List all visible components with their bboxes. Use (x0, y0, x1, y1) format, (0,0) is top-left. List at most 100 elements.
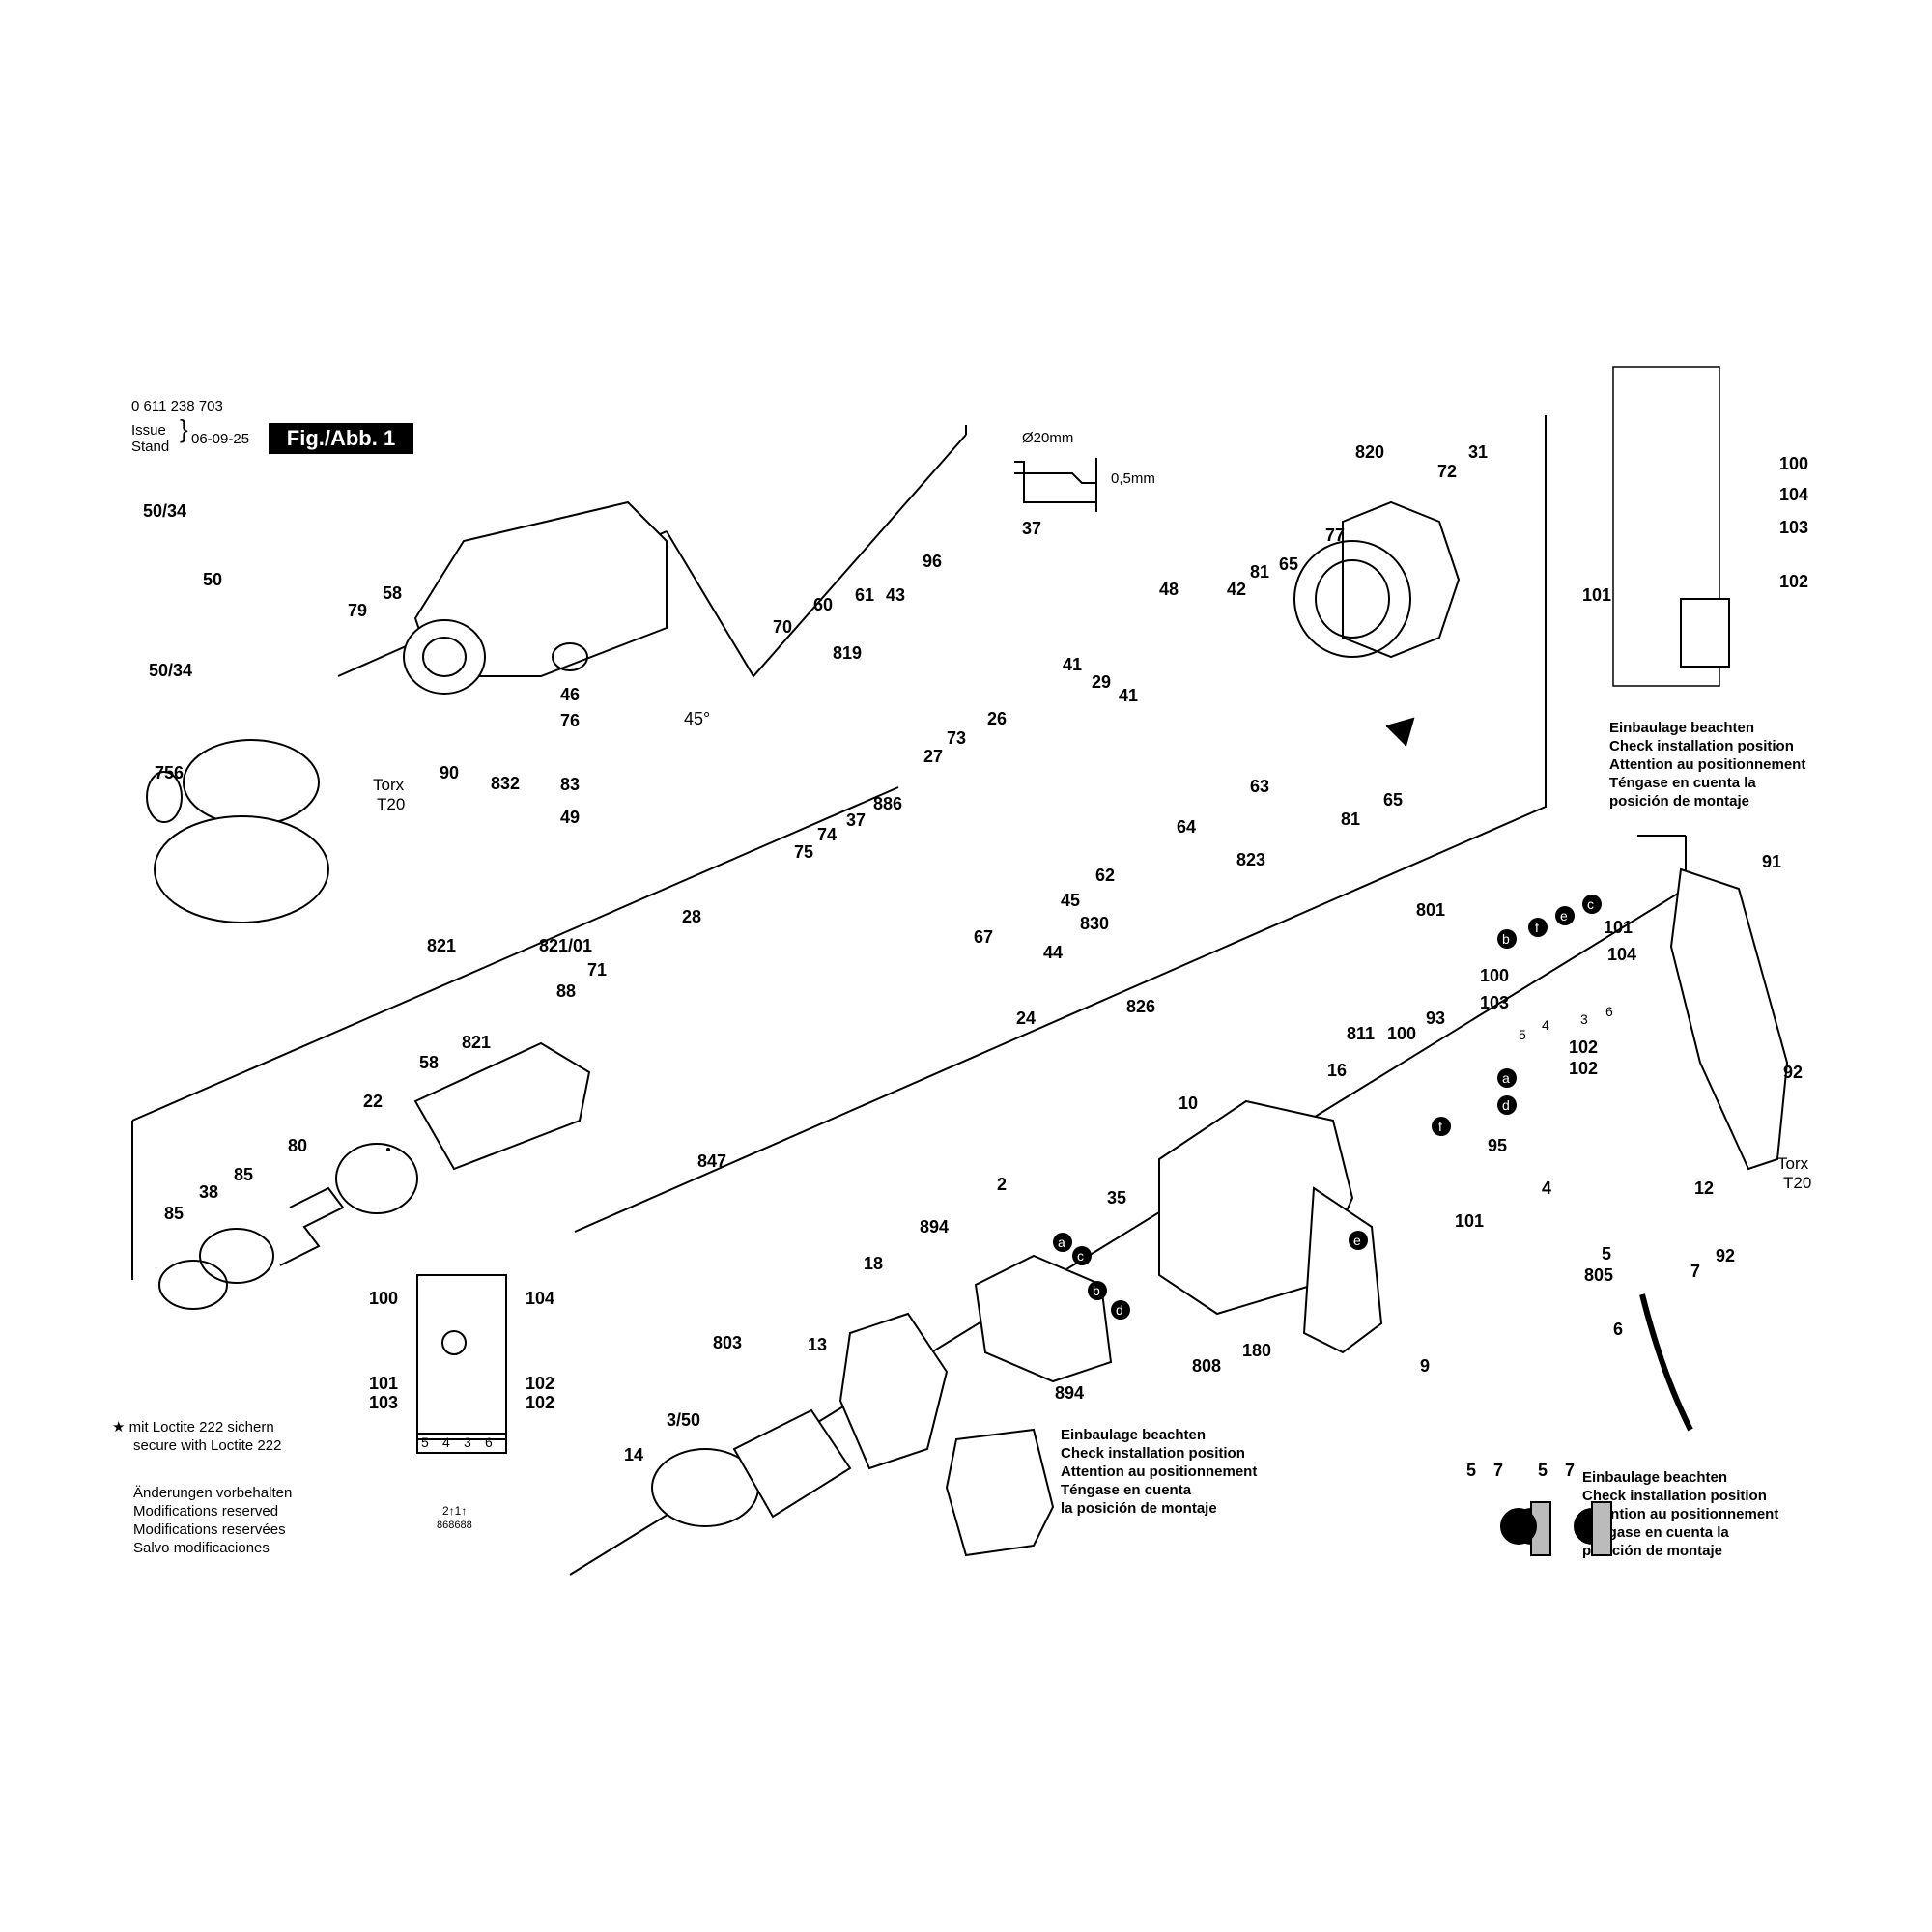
label-821-callout: 821 (427, 936, 456, 955)
label-823: 823 (1236, 850, 1265, 869)
label-61: 61 (855, 585, 874, 605)
terminal-5: 5 (1519, 1027, 1526, 1042)
label-10: 10 (1179, 1094, 1198, 1113)
document-number: 0 611 238 703 (131, 398, 223, 414)
label-24: 24 (1016, 1009, 1036, 1028)
label-2: 2 (997, 1175, 1007, 1194)
svg-text:b: b (1093, 1283, 1100, 1298)
wire-code-d2: d (1111, 1300, 1130, 1320)
label-22: 22 (363, 1092, 383, 1111)
install-note-top-right: Einbaulage beachten Check installation p… (1609, 720, 1806, 810)
label-102-b: 102 (1569, 1059, 1598, 1078)
label-4: 4 (1542, 1179, 1551, 1198)
label-73: 73 (947, 728, 966, 748)
label-101-top: 101 (1582, 585, 1611, 605)
label-7-cable-left: 7 (1493, 1461, 1503, 1480)
label-71: 71 (587, 960, 607, 980)
torx-label-right: Torx (1777, 1154, 1809, 1173)
label-64: 64 (1177, 817, 1196, 837)
label-886: 886 (873, 794, 902, 813)
wire-code-a1: a (1497, 1068, 1517, 1088)
label-49: 49 (560, 808, 580, 827)
label-102-schematic-b: 102 (526, 1393, 554, 1412)
label-104: 104 (1607, 945, 1636, 964)
label-101-switch: 101 (1455, 1211, 1484, 1231)
label-16: 16 (1327, 1061, 1347, 1080)
label-18: 18 (864, 1254, 883, 1273)
label-58: 58 (419, 1053, 439, 1072)
label-92: 92 (1716, 1246, 1735, 1265)
figure-label: Fig./Abb. 1 (269, 423, 413, 454)
label-102-top: 102 (1779, 572, 1808, 591)
label-832: 832 (491, 774, 520, 793)
frame-right (574, 415, 1547, 1233)
label-13: 13 (808, 1335, 827, 1354)
label-41-right: 41 (1119, 686, 1138, 705)
brace: } (180, 414, 188, 443)
svg-text:d: d (1116, 1302, 1123, 1318)
torx-label-left: Torx (373, 776, 405, 794)
label-826: 826 (1126, 997, 1155, 1016)
svg-text:d: d (1502, 1097, 1510, 1113)
label-103-top: 103 (1779, 518, 1808, 537)
label-65-top: 65 (1279, 554, 1298, 574)
wiring-schematic (416, 1274, 507, 1454)
label-820: 820 (1355, 442, 1384, 462)
label-70: 70 (773, 617, 792, 637)
label-104-top: 104 (1779, 485, 1808, 504)
torx-size-right: T20 (1783, 1174, 1811, 1192)
wire-code-a2: a (1053, 1233, 1072, 1252)
label-14: 14 (624, 1445, 643, 1464)
label-100-top: 100 (1779, 454, 1808, 473)
label-100: 100 (1480, 966, 1509, 985)
label-88: 88 (556, 981, 576, 1001)
label-103: 103 (1480, 993, 1509, 1012)
label-44: 44 (1043, 943, 1063, 962)
label-58-top: 58 (383, 583, 402, 603)
label-9: 9 (1420, 1356, 1430, 1376)
label-79: 79 (348, 601, 367, 620)
issue-date: 06-09-25 (191, 431, 250, 447)
label-803: 803 (713, 1333, 742, 1352)
wire-code-b2: b (1088, 1281, 1107, 1300)
svg-text:f: f (1438, 1119, 1442, 1134)
label-60: 60 (813, 595, 833, 614)
schematic-terminal-3: 3 (464, 1435, 471, 1450)
label-91: 91 (1762, 852, 1781, 871)
wire-code-d1: d (1497, 1095, 1517, 1115)
terminal-4: 4 (1542, 1017, 1549, 1033)
svg-text:a: a (1502, 1070, 1510, 1086)
label-894-top: 894 (920, 1217, 949, 1236)
label-63: 63 (1250, 777, 1269, 796)
label-103-schematic: 103 (369, 1393, 398, 1412)
terminal-6: 6 (1605, 1004, 1613, 1019)
board-terminals: 2↑1↑ (442, 1504, 467, 1518)
label-75: 75 (794, 842, 813, 862)
label-101-schematic: 101 (369, 1374, 398, 1393)
label-48: 48 (1159, 580, 1179, 599)
label-830: 830 (1080, 914, 1109, 933)
label-83: 83 (560, 775, 580, 794)
schematic-terminal-4: 4 (442, 1435, 450, 1450)
label-50-34-top: 50/34 (143, 501, 186, 521)
label-85-right: 85 (234, 1165, 253, 1184)
label-26: 26 (987, 709, 1007, 728)
label-808: 808 (1192, 1356, 1221, 1376)
label-894: 894 (1055, 1383, 1084, 1403)
svg-text:f: f (1535, 920, 1539, 935)
label-41-left: 41 (1063, 655, 1082, 674)
loctite-note: ★ mit Loctite 222 sichern secure with Lo… (112, 1419, 282, 1454)
label-180: 180 (1242, 1341, 1271, 1360)
label-100-schematic: 100 (369, 1289, 398, 1308)
label-847: 847 (697, 1151, 726, 1171)
label-819: 819 (833, 643, 862, 663)
label-93: 93 (1426, 1009, 1445, 1028)
label-42: 42 (1227, 580, 1246, 599)
label-101: 101 (1604, 918, 1633, 937)
label-90: 90 (440, 763, 459, 782)
label-77: 77 (1325, 526, 1345, 545)
svg-text:e: e (1560, 908, 1568, 923)
svg-text:c: c (1077, 1248, 1084, 1264)
